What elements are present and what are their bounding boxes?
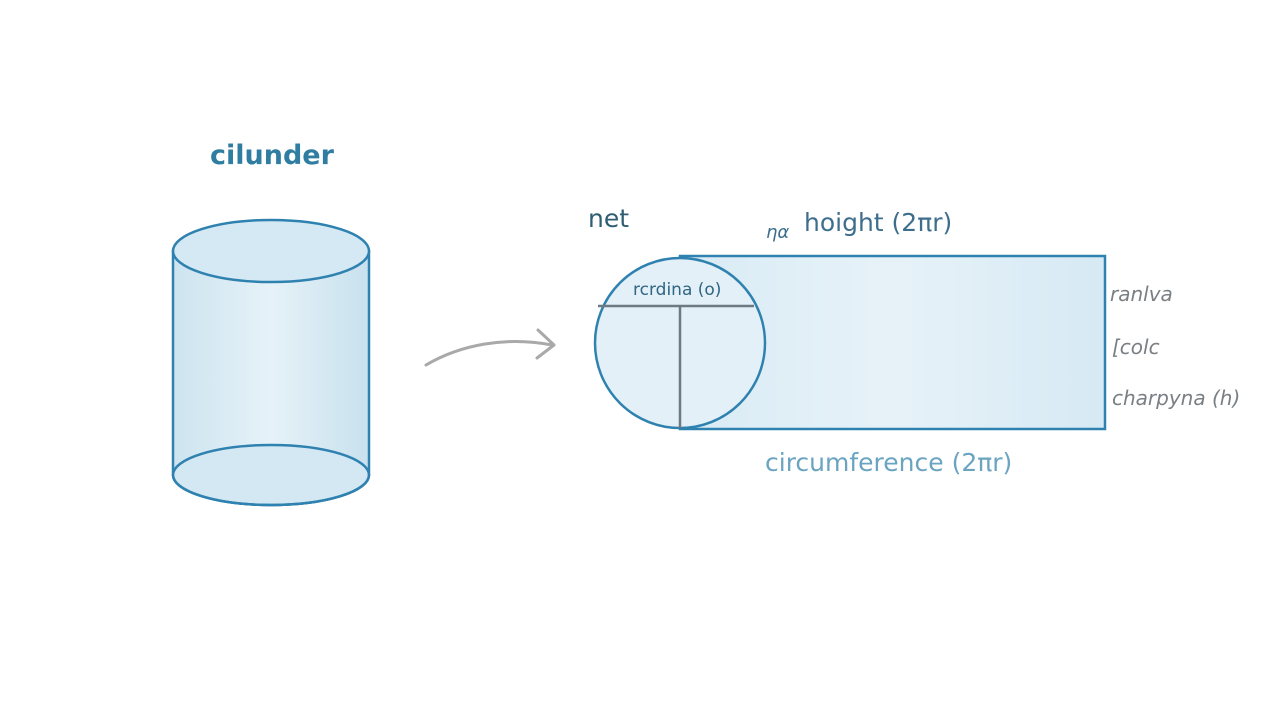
height-label-prefix: ηα bbox=[766, 222, 789, 243]
side-label-3: charpyna (h) bbox=[1112, 386, 1240, 410]
radius-label: rcrdina (o) bbox=[633, 280, 721, 300]
net-label: net bbox=[588, 204, 629, 233]
side-label-2: [colc bbox=[1112, 335, 1160, 359]
transform-arrow bbox=[424, 328, 556, 367]
cylinder-label: cilunder bbox=[210, 140, 335, 171]
net-shape bbox=[593, 254, 1107, 431]
cylinder-shape bbox=[171, 218, 371, 507]
circumference-label: circumference (2πr) bbox=[765, 448, 1012, 477]
cylinder-bottom-front bbox=[171, 474, 371, 507]
cylinder-top-face bbox=[171, 218, 371, 284]
height-label: hoight (2πr) bbox=[804, 208, 952, 237]
side-label-1: ranlva bbox=[1110, 282, 1173, 306]
